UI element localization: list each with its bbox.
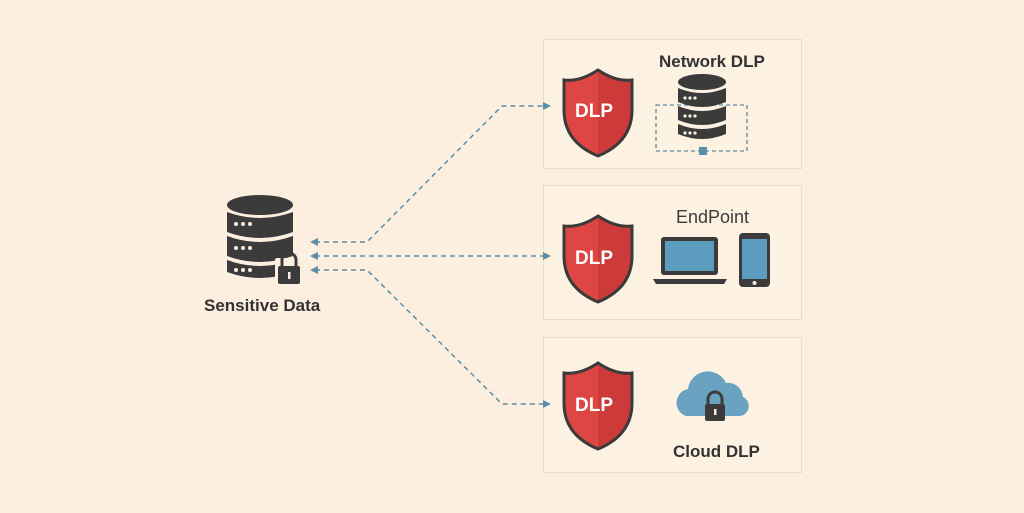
arrowheads [310, 102, 551, 408]
shield-icon-endpoint [562, 214, 634, 304]
network-node [699, 147, 707, 155]
shield-icon-network [562, 68, 634, 158]
arrow-right-network [543, 102, 551, 110]
cloud-lock-icon [676, 371, 749, 421]
source-label: Sensitive Data [204, 296, 321, 315]
arrow-right-cloud [543, 400, 551, 408]
arrow-right-endpoint [543, 252, 551, 260]
arrow-left-1 [310, 238, 318, 246]
lock-icon [275, 251, 303, 286]
smartphone-icon [739, 233, 770, 287]
arrow-left-3 [310, 266, 318, 274]
shield-icon-cloud [562, 361, 634, 451]
connector-cloud [315, 269, 545, 405]
shield-badge-endpoint: DLP [575, 248, 613, 269]
laptop-icon [653, 237, 727, 284]
database-icon [678, 74, 726, 139]
cloud-dlp-title: Cloud DLP [673, 442, 760, 461]
database-lock-icon [227, 195, 303, 286]
shield-badge-network: DLP [575, 101, 613, 122]
endpoint-title: EndPoint [676, 207, 750, 227]
network-dlp-title: Network DLP [659, 52, 765, 71]
shield-badge-cloud: DLP [575, 395, 613, 416]
arrow-left-2 [310, 252, 318, 260]
connector-network [315, 105, 545, 243]
